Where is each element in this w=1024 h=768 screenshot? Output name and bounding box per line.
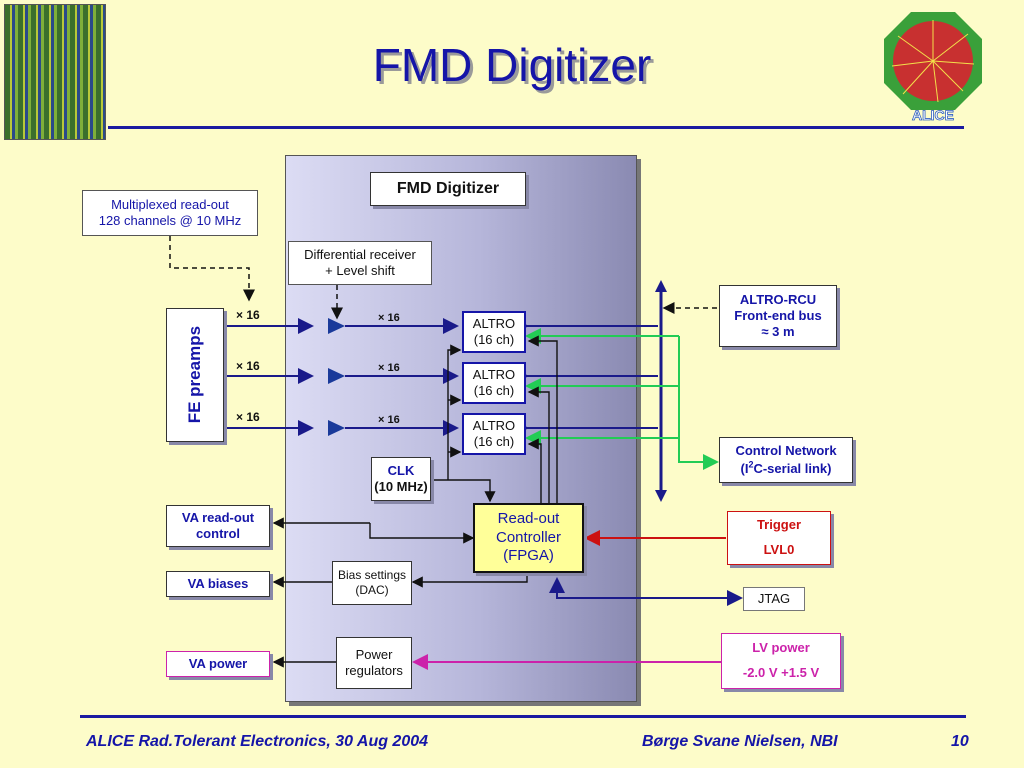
fe-preamps: FE preamps xyxy=(166,308,224,442)
clock-label: CLK xyxy=(387,462,415,478)
control-network-box: Control Network(I2C-serial link) xyxy=(719,437,853,483)
altro-rcu-line1: ALTRO-RCU xyxy=(739,291,817,307)
header-rule xyxy=(108,126,964,129)
clock-frequency: (10 MHz) xyxy=(374,479,428,494)
footer-rule xyxy=(80,715,966,718)
control-network-line2a: (I xyxy=(740,460,749,476)
footer-author: Børge Svane Nielsen, NBI xyxy=(642,733,838,750)
altro-label: ALTRO xyxy=(472,315,516,331)
lv-power-voltages: -2.0 V +1.5 V xyxy=(742,665,820,680)
power-regulators-line2: regulators xyxy=(345,663,403,678)
bias-settings-line2: (DAC) xyxy=(355,583,389,597)
alice-logo: ALICE xyxy=(878,6,988,124)
power-regulators-line1: Power xyxy=(355,646,393,662)
altro-label: ALTRO xyxy=(472,366,516,382)
jtag-box: JTAG xyxy=(743,587,805,611)
control-network-superscript: 2 xyxy=(748,459,754,470)
multiplicity-label: × 16 xyxy=(236,359,260,373)
altro-rcu-line2: Front-end bus xyxy=(734,307,822,323)
controller-line2: Controller xyxy=(495,528,562,546)
panel-title: FMD Digitizer xyxy=(370,172,526,206)
altro-rcu-line3: ≈ 3 m xyxy=(761,324,795,340)
multiplicity-label: × 16 xyxy=(378,362,400,374)
va-readout-line2: control xyxy=(195,526,241,541)
altro-chip: ALTRO(16 ch) xyxy=(462,362,526,404)
bias-settings-line1: Bias settings xyxy=(337,568,407,582)
multiplicity-label: × 16 xyxy=(378,312,400,324)
diff-receiver-line1: Differential receiver xyxy=(304,246,416,262)
mux-note-line1: Multiplexed read-out xyxy=(111,196,229,212)
va-biases-box: VA biases xyxy=(166,571,270,597)
altro-chip: ALTRO(16 ch) xyxy=(462,311,526,353)
logo-lettering: ALICE xyxy=(912,107,954,123)
lv-power-label: LV power xyxy=(752,640,810,656)
altro-chip: ALTRO(16 ch) xyxy=(462,413,526,455)
clock-box: CLK(10 MHz) xyxy=(371,457,431,501)
page-title: FMD Digitizer xyxy=(372,39,652,91)
mux-note-line2: 128 channels @ 10 MHz xyxy=(98,213,242,228)
altro-channels: (16 ch) xyxy=(473,434,515,449)
altro-channels: (16 ch) xyxy=(473,383,515,398)
bias-settings-box: Bias settings(DAC) xyxy=(332,561,412,605)
diff-receiver-note: Differential receiver+ Level shift xyxy=(288,241,432,285)
chip-photo xyxy=(4,4,106,140)
altro-label: ALTRO xyxy=(472,417,516,433)
control-network-line2b: C-serial link) xyxy=(753,460,832,476)
control-network-line1: Control Network xyxy=(735,443,837,459)
control-network-line2: (I2C-serial link) xyxy=(740,459,832,476)
multiplicity-label: × 16 xyxy=(236,308,260,322)
va-readout-line1: VA read-out xyxy=(181,509,255,525)
multiplicity-label: × 16 xyxy=(378,414,400,426)
altro-channels: (16 ch) xyxy=(473,332,515,347)
fe-preamps-label: FE preamps xyxy=(185,326,205,424)
va-power-box: VA power xyxy=(166,651,270,677)
controller-line3: (FPGA) xyxy=(503,547,554,565)
lv-power-box: LV power -2.0 V +1.5 V xyxy=(721,633,841,689)
trigger-level: LVL0 xyxy=(763,542,795,557)
multiplicity-label: × 16 xyxy=(236,410,260,424)
page-number: 10 xyxy=(951,733,969,750)
controller-line1: Read-out xyxy=(497,509,560,527)
trigger-label: Trigger xyxy=(756,517,802,533)
footer-event: ALICE Rad.Tolerant Electronics, 30 Aug 2… xyxy=(86,733,429,750)
diff-receiver-line2: + Level shift xyxy=(325,263,395,278)
